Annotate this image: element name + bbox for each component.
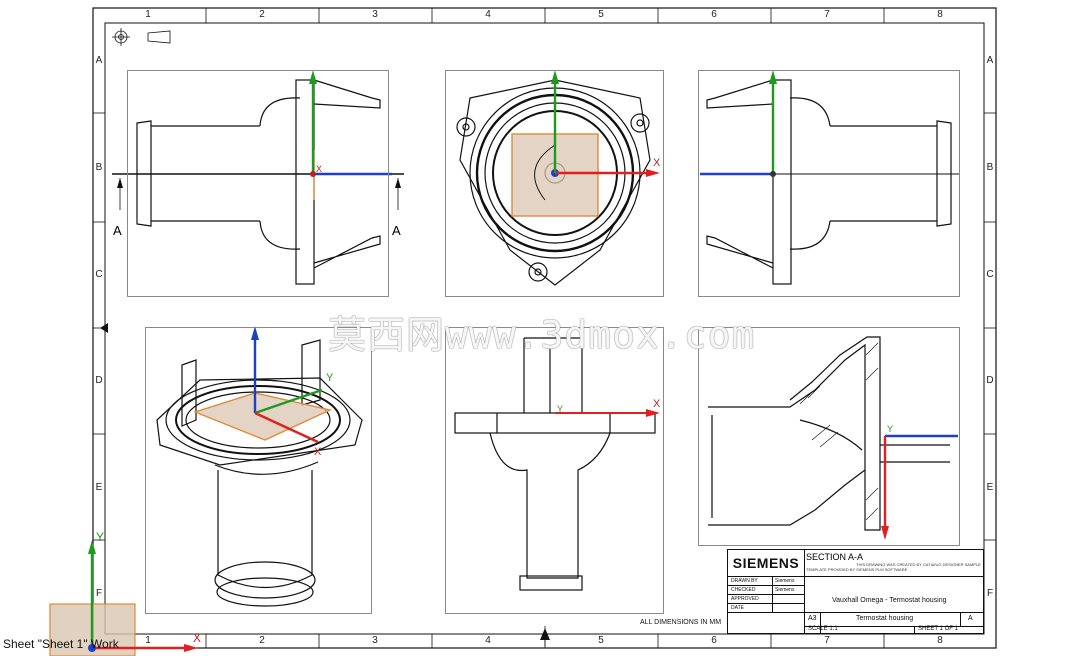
zone-row-c-right: C <box>986 269 994 280</box>
zone-row-c: C <box>95 269 103 280</box>
view-frame-side-left[interactable] <box>127 70 389 297</box>
value-checked: Siemens <box>775 587 795 593</box>
zone-col-2: 2 <box>259 9 265 20</box>
zone-row-e: E <box>95 482 103 493</box>
fine-print-1: THIS DRAWING WAS CREATED BY CATIA/UG DES… <box>856 562 981 567</box>
side-view-left <box>136 79 381 285</box>
zone-row-f-right: F <box>986 588 994 599</box>
zone-col-6: 6 <box>711 9 717 20</box>
siemens-logo: SIEMENS <box>728 550 805 577</box>
zone-row-e-right: E <box>986 482 994 493</box>
section-title: SECTION A-A <box>806 552 864 562</box>
sheet-size: A3 <box>808 615 817 622</box>
zone-col-5: 5 <box>598 9 604 20</box>
zone-col-1: 1 <box>145 9 151 20</box>
axis-label-x-global: X <box>193 631 202 645</box>
zone-row-b-right: B <box>986 162 994 173</box>
isometric-view <box>156 339 363 607</box>
zone-row-a: A <box>95 55 103 66</box>
project-title: Vauxhall Omega - Termostat housing <box>832 597 947 604</box>
zone-col-2-bottom: 2 <box>259 635 265 646</box>
sheet-status-label: Sheet "Sheet 1" Work <box>3 637 119 651</box>
zone-col-8: 8 <box>937 9 943 20</box>
section-marker-right: A <box>392 223 401 238</box>
axis-label-x-elevation: X <box>653 398 661 410</box>
view-frame-elevation[interactable] <box>445 327 664 614</box>
zone-col-6-bottom: 6 <box>711 635 717 646</box>
zone-row-f: F <box>95 588 103 599</box>
title-block[interactable]: SIEMENS SECTION A-A THIS DRAWING WAS CRE… <box>727 549 984 634</box>
section-marker-left: A <box>113 223 122 238</box>
zone-row-b: B <box>95 162 103 173</box>
fine-print-2: TEMPLATE PROVIDED BY SIEMENS PLM SOFTWAR… <box>806 567 908 572</box>
zone-col-5-bottom: 5 <box>598 635 604 646</box>
sheet-number: SHEET 1 OF 1 <box>918 626 958 632</box>
view-frame-front[interactable] <box>445 70 664 297</box>
zone-col-3-bottom: 3 <box>372 635 378 646</box>
zone-col-4-bottom: 4 <box>485 635 491 646</box>
axis-label-x-iso: X <box>314 446 322 458</box>
revision: A <box>968 615 973 622</box>
axis-label-y-elevation: Y <box>557 404 564 414</box>
label-approved: APPROVED <box>731 596 759 602</box>
axis-label-y-global: Y <box>96 530 105 544</box>
zone-col-7: 7 <box>824 9 830 20</box>
label-drawn-by: DRAWN BY <box>731 578 758 584</box>
zone-row-a-right: A <box>986 55 994 66</box>
zone-col-8-bottom: 8 <box>937 635 943 646</box>
axis-label-x-view1: X <box>316 164 323 174</box>
label-checked: CHECKED <box>731 587 756 593</box>
side-view-right <box>706 79 952 285</box>
zone-col-4: 4 <box>485 9 491 20</box>
scale-label: SCALE 1:1 <box>808 626 838 632</box>
zone-row-d-right: D <box>986 375 994 386</box>
axis-label-y-section: Y <box>887 424 894 434</box>
dimensions-note: ALL DIMENSIONS IN MM <box>640 619 722 626</box>
axis-label-y-iso: Y <box>326 372 334 384</box>
label-date: DATE <box>731 605 744 611</box>
zone-row-d: D <box>95 375 103 386</box>
axis-label-x-view2: X <box>653 157 661 169</box>
zone-col-3: 3 <box>372 9 378 20</box>
view-frame-side-right[interactable] <box>698 70 960 297</box>
value-drawn-by: Siemens <box>775 578 795 584</box>
view-frame-isometric[interactable] <box>145 327 372 614</box>
view-frame-section[interactable] <box>698 327 960 546</box>
part-name: Termostat housing <box>856 615 914 622</box>
zone-col-7-bottom: 7 <box>824 635 830 646</box>
zone-col-1-bottom: 1 <box>145 635 151 646</box>
